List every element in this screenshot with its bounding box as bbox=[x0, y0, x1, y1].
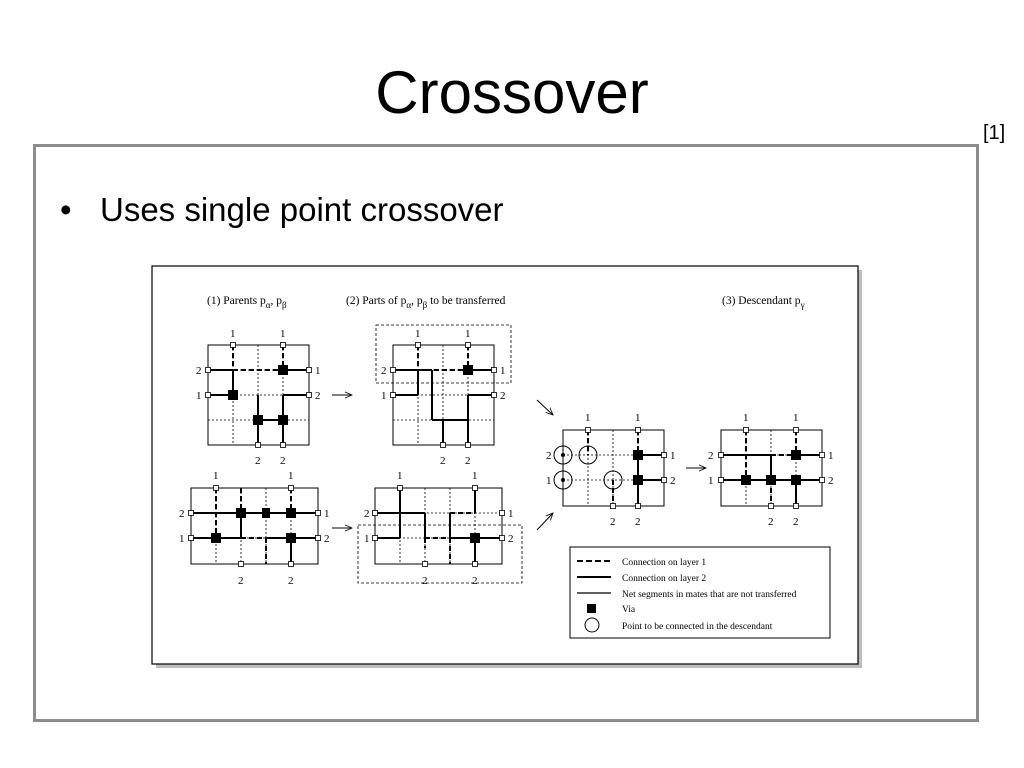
svg-text:1: 1 bbox=[213, 470, 219, 482]
grid-part-beta: 1 1 2 1 1 2 2 2 bbox=[357, 470, 523, 587]
svg-text:1: 1 bbox=[280, 328, 286, 340]
svg-text:1: 1 bbox=[793, 412, 799, 424]
svg-text:1: 1 bbox=[585, 412, 591, 424]
legend-point-swatch bbox=[584, 617, 600, 633]
grid-connection-points: 1 1 2 1 1 2 2 2 bbox=[546, 412, 676, 528]
legend-net-label: Net segments in mates that are not trans… bbox=[622, 589, 797, 600]
svg-text:2: 2 bbox=[508, 533, 514, 545]
svg-text:1: 1 bbox=[635, 412, 641, 424]
svg-text:2: 2 bbox=[708, 450, 714, 462]
svg-text:2: 2 bbox=[610, 516, 616, 528]
svg-text:1: 1 bbox=[546, 475, 552, 487]
bullet-dot: • bbox=[60, 191, 72, 228]
svg-text:2: 2 bbox=[196, 365, 202, 377]
svg-text:2: 2 bbox=[670, 475, 676, 487]
svg-text:2: 2 bbox=[422, 575, 428, 587]
grid-part-alpha: 1 1 2 1 1 2 2 2 bbox=[375, 324, 512, 467]
svg-text:2: 2 bbox=[635, 516, 641, 528]
svg-text:1: 1 bbox=[670, 450, 676, 462]
grid-parent-alpha: 1 1 2 1 1 2 2 2 bbox=[196, 328, 321, 467]
arrow-c-to-e bbox=[536, 399, 553, 415]
stage-2-header: (2) Parts of pα, pβ to be transferred bbox=[346, 295, 506, 310]
svg-text:1: 1 bbox=[472, 470, 478, 482]
legend-point-label: Point to be connected in the descendant bbox=[622, 622, 773, 632]
svg-text:1: 1 bbox=[415, 328, 421, 340]
svg-text:1: 1 bbox=[364, 533, 370, 545]
svg-text:2: 2 bbox=[315, 390, 321, 402]
svg-text:1: 1 bbox=[743, 412, 749, 424]
svg-text:2: 2 bbox=[288, 575, 294, 587]
legend-layer1-label: Connection on layer 1 bbox=[622, 558, 706, 568]
svg-text:1: 1 bbox=[196, 390, 202, 402]
svg-text:1: 1 bbox=[397, 470, 403, 482]
grid-parent-beta: 1 1 2 1 1 2 2 2 bbox=[179, 470, 330, 587]
bullet-text: Uses single point crossover bbox=[100, 191, 504, 228]
legend-via-label: Via bbox=[622, 605, 636, 615]
svg-text:2: 2 bbox=[179, 508, 185, 520]
svg-text:2: 2 bbox=[472, 575, 478, 587]
flow-arrows bbox=[332, 395, 706, 530]
svg-text:1: 1 bbox=[324, 508, 330, 520]
svg-text:2: 2 bbox=[280, 455, 286, 467]
svg-text:2: 2 bbox=[381, 365, 387, 377]
stage-3-header: (3) Descendant pγ bbox=[722, 295, 805, 310]
svg-text:1: 1 bbox=[381, 390, 387, 402]
svg-text:1: 1 bbox=[708, 475, 714, 487]
legend-via-swatch bbox=[587, 604, 596, 613]
svg-text:2: 2 bbox=[768, 516, 774, 528]
stage-1-header: (1) Parents pα, pβ bbox=[207, 295, 287, 310]
slide-title: Crossover bbox=[375, 59, 649, 126]
svg-text:1: 1 bbox=[230, 328, 236, 340]
svg-text:1: 1 bbox=[465, 328, 471, 340]
svg-text:1: 1 bbox=[508, 508, 514, 520]
svg-text:2: 2 bbox=[364, 508, 370, 520]
svg-text:2: 2 bbox=[465, 455, 471, 467]
svg-text:2: 2 bbox=[238, 575, 244, 587]
svg-text:2: 2 bbox=[828, 475, 834, 487]
svg-text:2: 2 bbox=[324, 533, 330, 545]
svg-text:2: 2 bbox=[440, 455, 446, 467]
grid-descendant: 1 1 2 1 1 2 2 2 bbox=[708, 412, 834, 528]
svg-text:1: 1 bbox=[179, 533, 185, 545]
bullet-item: • Uses single point crossover bbox=[60, 190, 504, 230]
svg-text:2: 2 bbox=[546, 450, 552, 462]
svg-text:2: 2 bbox=[500, 390, 506, 402]
legend: Connection on layer 1 Connection on laye… bbox=[569, 546, 831, 639]
svg-text:1: 1 bbox=[828, 450, 834, 462]
svg-text:1: 1 bbox=[315, 365, 321, 377]
reference-tag: [1] bbox=[983, 122, 1006, 144]
arrow-d-to-e bbox=[536, 513, 553, 531]
svg-text:1: 1 bbox=[500, 365, 506, 377]
svg-text:2: 2 bbox=[255, 455, 261, 467]
legend-layer2-label: Connection on layer 2 bbox=[622, 574, 706, 584]
svg-text:1: 1 bbox=[288, 470, 294, 482]
svg-text:2: 2 bbox=[793, 516, 799, 528]
